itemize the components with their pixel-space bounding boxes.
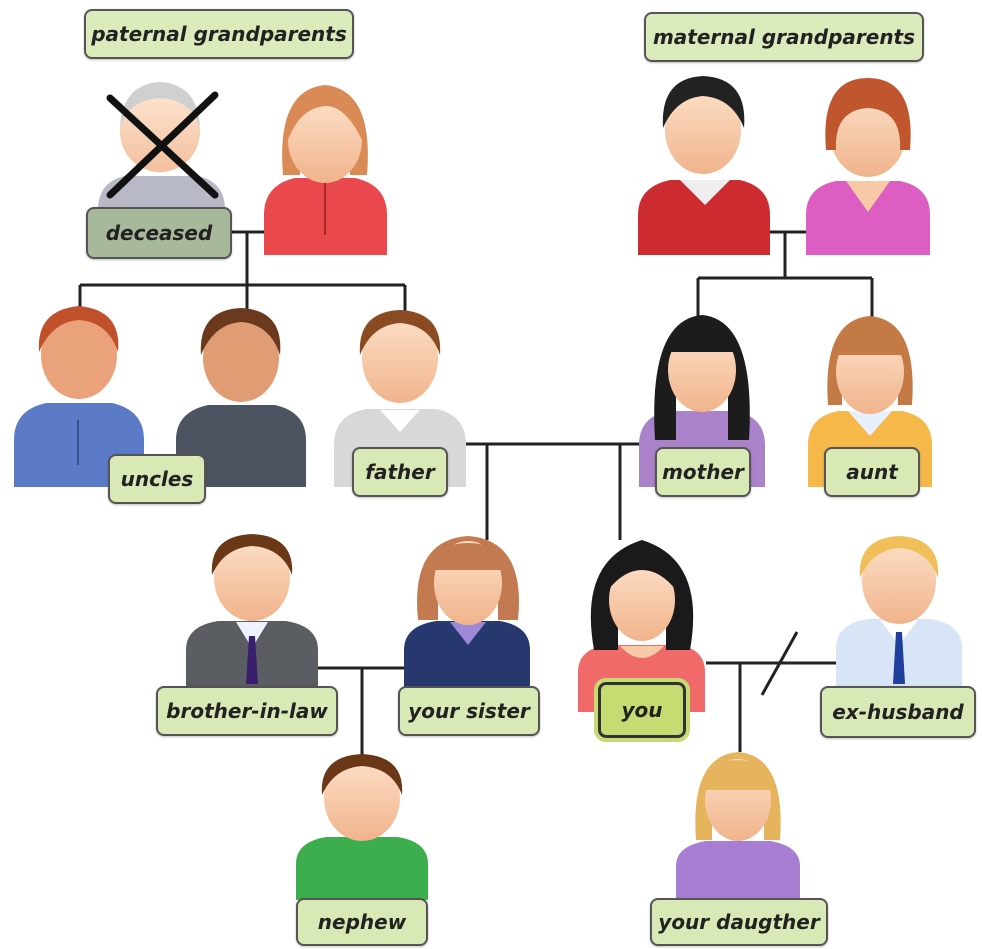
connector-lines [78, 230, 874, 755]
mother-label: mother [655, 447, 751, 497]
uncle-figure-2 [176, 308, 306, 487]
brother-in-law-figure [186, 534, 318, 687]
you-label: you [594, 678, 690, 742]
deceased-cross-icon [106, 91, 219, 199]
deceased-label: deceased [86, 207, 232, 259]
maternal-grandparents-label: maternal grandparents [644, 12, 924, 62]
your-daughter-label: your daugther [650, 898, 828, 946]
ex-husband-label: ex-husband [820, 686, 976, 738]
father-label: father [352, 447, 448, 497]
nephew-figure [296, 754, 428, 900]
your-sister-label: your sister [398, 686, 540, 736]
ex-husband-figure [836, 536, 962, 687]
uncles-label: uncles [108, 454, 206, 504]
aunt-label: aunt [824, 447, 920, 497]
your-sister-figure [404, 536, 530, 687]
maternal-grandmother-figure [806, 78, 930, 255]
your-daughter-figure [676, 752, 800, 900]
paternal-grandfather-figure [98, 82, 225, 210]
maternal-grandfather-figure [638, 76, 770, 255]
nephew-label: nephew [296, 898, 428, 946]
paternal-grandparents-label: paternal grandparents [84, 9, 354, 59]
paternal-grandmother-figure [264, 85, 387, 255]
brother-in-law-label: brother-in-law [156, 686, 338, 736]
